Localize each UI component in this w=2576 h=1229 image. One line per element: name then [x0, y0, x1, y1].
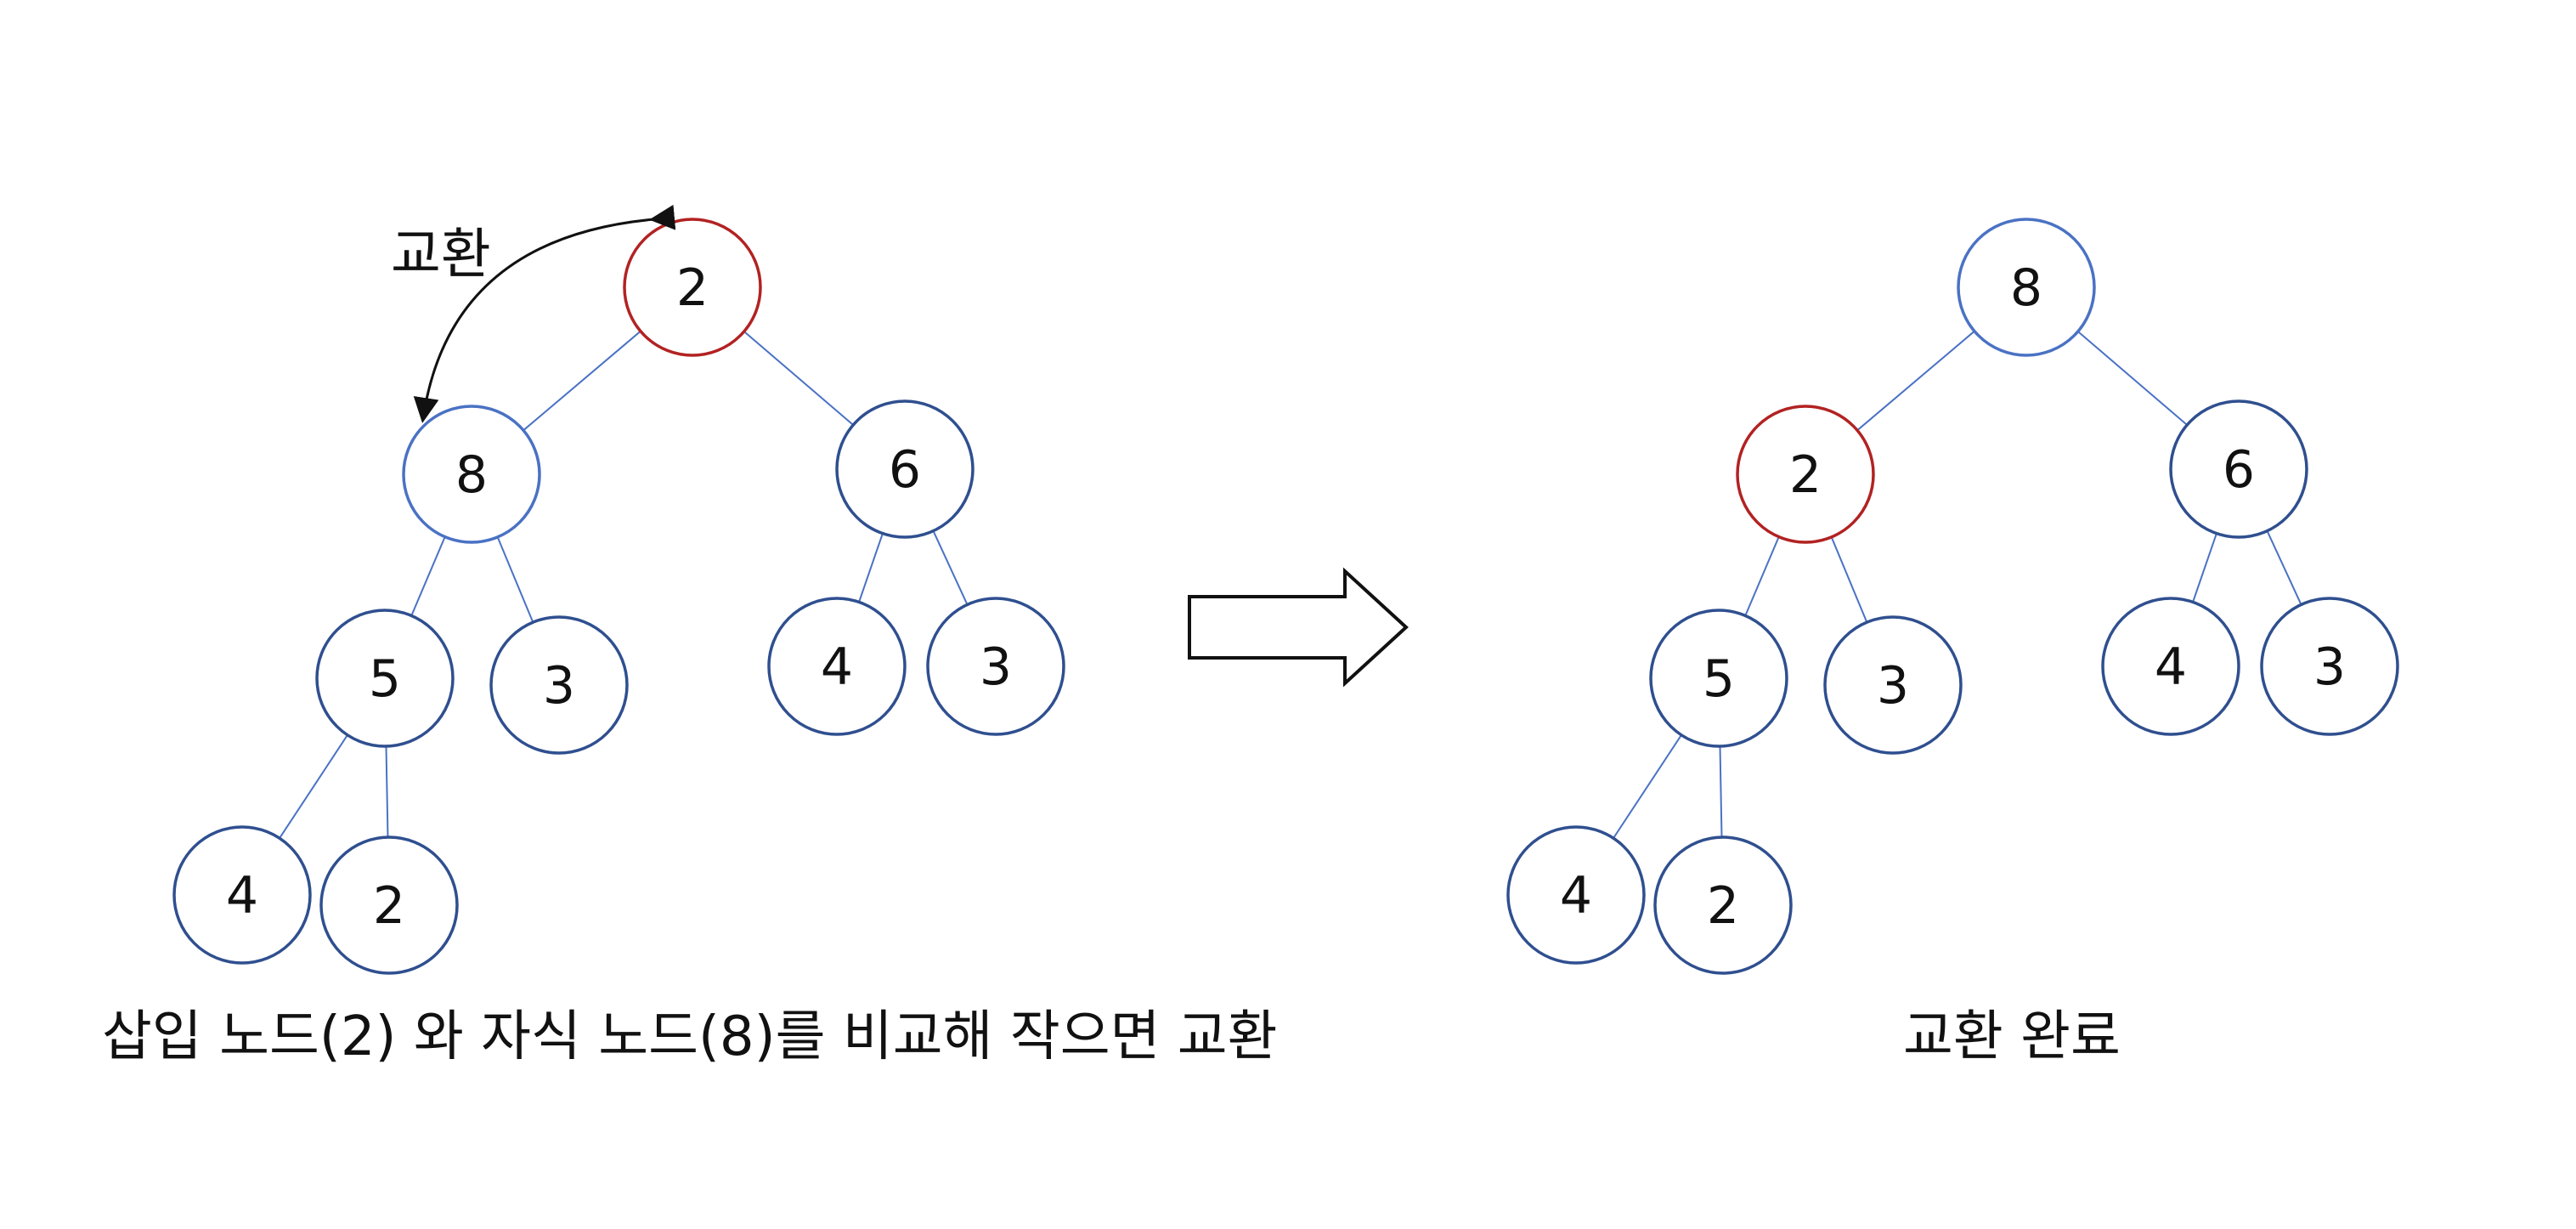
- left-node-value: 2: [373, 876, 405, 936]
- left-node-circle: [926, 597, 1065, 736]
- left-node-r: 6: [835, 399, 974, 539]
- left-node-llr: 2: [319, 835, 459, 975]
- left-caption: 삽입 노드(2) 와 자식 노드(8)를 비교해 작으면 교환: [102, 1005, 1278, 1068]
- left-node-lll: 4: [172, 825, 312, 965]
- right-edge-root-r: [2077, 331, 2188, 426]
- left-edge-l-lr: [496, 536, 534, 623]
- right-node-value: 6: [2223, 440, 2255, 500]
- right-node-value: 4: [1560, 866, 1592, 926]
- right-edge-ll-lll: [1613, 734, 1682, 839]
- right-node-circle: [2169, 399, 2308, 539]
- right-node-lll: 4: [1506, 825, 1646, 965]
- left-node-ll: 5: [315, 609, 455, 748]
- right-node-r: 6: [2169, 399, 2308, 539]
- right-node-value: 3: [1877, 656, 1909, 716]
- left-edge-root-l: [523, 330, 641, 432]
- right-node-circle: [1649, 609, 1788, 748]
- right-node-value: 2: [1789, 445, 1822, 505]
- right-node-value: 8: [2010, 258, 2042, 318]
- left-node-circle: [319, 835, 459, 975]
- left-edge-l-ll: [410, 536, 446, 616]
- right-node-rl: 4: [2101, 597, 2240, 736]
- right-node-llr: 2: [1653, 835, 1793, 975]
- right-caption: 교환 완료: [1903, 1005, 2121, 1068]
- left-node-root: 2: [623, 218, 762, 357]
- right-node-circle: [1506, 825, 1646, 965]
- right-node-ll: 5: [1649, 609, 1788, 748]
- left-node-circle: [172, 825, 312, 965]
- right-node-circle: [1736, 405, 1875, 544]
- right-node-root: 8: [1957, 218, 2096, 357]
- right-node-l: 2: [1736, 405, 1875, 544]
- right-node-value: 5: [1703, 649, 1735, 709]
- right-node-rr: 3: [2260, 597, 2399, 736]
- left-edge-r-rr: [932, 530, 969, 605]
- right-edge-root-l: [1856, 330, 1975, 432]
- left-node-circle: [835, 399, 974, 539]
- right-edge-l-lr: [1830, 536, 1868, 623]
- left-node-value: 6: [889, 440, 921, 500]
- left-edge-ll-llr: [385, 745, 389, 838]
- left-node-rr: 3: [926, 597, 1065, 736]
- left-node-circle: [315, 609, 455, 748]
- right-node-circle: [1823, 615, 1963, 755]
- left-node-value: 2: [676, 258, 709, 318]
- left-node-circle: [489, 615, 629, 755]
- left-node-value: 3: [543, 656, 575, 716]
- left-node-value: 3: [980, 637, 1012, 697]
- left-node-value: 8: [455, 445, 488, 505]
- right-node-value: 3: [2313, 637, 2346, 697]
- tree-edges: [279, 330, 2302, 839]
- right-node-circle: [1653, 835, 1793, 975]
- left-edge-ll-lll: [279, 734, 348, 839]
- right-node-circle: [2260, 597, 2399, 736]
- tree-nodes: 2 8 6 5 3 4 3 4 2 8 2 6 5 3 4 3 4 2: [172, 218, 2399, 975]
- left-node-value: 4: [226, 866, 258, 926]
- left-node-rl: 4: [767, 597, 907, 736]
- swap-label: 교환: [391, 224, 491, 286]
- right-edge-ll-llr: [1719, 745, 1723, 838]
- swap-arrow: [413, 204, 676, 423]
- left-node-value: 4: [821, 637, 853, 697]
- right-node-value: 4: [2155, 637, 2187, 697]
- right-edge-l-ll: [1744, 536, 1780, 616]
- right-node-lr: 3: [1823, 615, 1963, 755]
- left-node-l: 8: [402, 405, 541, 544]
- right-node-circle: [2101, 597, 2240, 736]
- left-node-value: 5: [369, 649, 401, 709]
- left-node-lr: 3: [489, 615, 629, 755]
- left-edge-root-r: [743, 331, 854, 426]
- right-node-value: 2: [1707, 876, 1739, 936]
- left-node-circle: [767, 597, 907, 736]
- right-edge-r-rr: [2266, 530, 2302, 605]
- right-edge-r-rl: [2192, 533, 2217, 603]
- transition-arrow: [1188, 567, 1409, 688]
- right-node-circle: [1957, 218, 2096, 357]
- left-edge-r-rl: [858, 533, 884, 603]
